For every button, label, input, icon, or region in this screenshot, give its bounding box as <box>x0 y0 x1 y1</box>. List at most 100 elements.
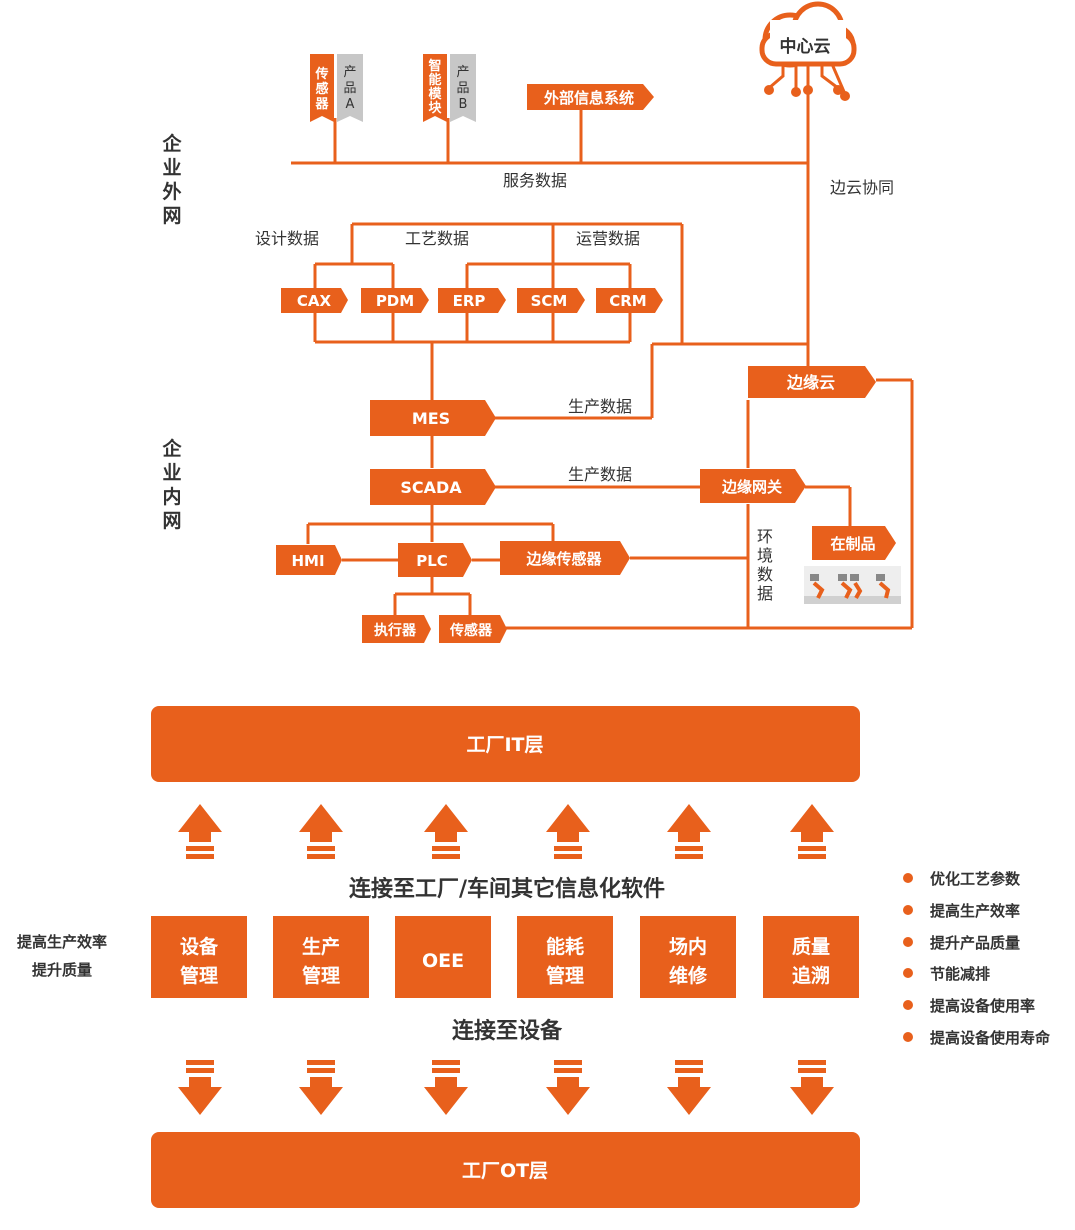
node-scm: SCM <box>517 288 585 313</box>
down-arrows <box>178 1060 834 1115</box>
svg-text:SCADA: SCADA <box>400 478 462 497</box>
svg-text:管理: 管理 <box>180 964 218 987</box>
node-actuator: 执行器 <box>362 615 431 643</box>
design-data-label: 设计数据 <box>255 229 319 248</box>
benefit-item: 提高生产效率 <box>930 902 1020 920</box>
svg-text:工厂IT层: 工厂IT层 <box>466 734 543 756</box>
edge-cloud-collab-label: 边云协同 <box>830 178 894 197</box>
down-arrow-icon <box>790 1060 834 1115</box>
down-arrow-icon <box>178 1060 222 1115</box>
svg-text:在制品: 在制品 <box>830 535 875 553</box>
svg-text:维修: 维修 <box>669 964 708 987</box>
external-system-node: 外部信息系统 <box>527 84 654 110</box>
module-energy: 能耗 管理 <box>517 916 613 998</box>
external-system-label: 外部信息系统 <box>543 89 634 107</box>
benefit-item: 提升产品质量 <box>930 934 1020 952</box>
benefit-item: 提高设备使用率 <box>930 997 1035 1015</box>
smart-module-vertical-label: 智能模块 <box>428 58 442 116</box>
up-arrows <box>178 804 834 859</box>
svg-text:追溯: 追溯 <box>792 964 830 987</box>
benefit-item: 提高设备使用寿命 <box>930 1029 1051 1047</box>
svg-text:传感器: 传感器 <box>449 622 493 639</box>
module-equipment: 设备 管理 <box>151 916 247 998</box>
node-pdm: PDM <box>361 288 429 313</box>
zone-external-label: 企业外网 <box>161 132 182 227</box>
svg-text:质量: 质量 <box>792 936 830 958</box>
node-edge-sensor: 边缘传感器 <box>500 541 630 575</box>
up-arrow-icon <box>546 804 590 859</box>
sensor-vertical-label: 传感器 <box>314 66 329 112</box>
service-data-label: 服务数据 <box>503 171 567 190</box>
left-note-2: 提升质量 <box>32 961 92 979</box>
connect-it-label: 连接至工厂/车间其它信息化软件 <box>349 876 665 902</box>
up-arrow-icon <box>667 804 711 859</box>
svg-text:管理: 管理 <box>302 964 340 987</box>
svg-text:管理: 管理 <box>546 964 584 987</box>
bullet-icon <box>903 905 913 915</box>
svg-text:设备: 设备 <box>180 935 219 958</box>
node-cax: CAX <box>281 288 348 313</box>
zone-internal-label: 企业内网 <box>161 437 182 532</box>
up-arrow-icon <box>299 804 343 859</box>
node-crm: CRM <box>596 288 663 313</box>
production-data-label-1: 生产数据 <box>568 397 632 416</box>
svg-text:SCM: SCM <box>531 292 568 310</box>
svg-text:ERP: ERP <box>453 292 486 310</box>
node-scada: SCADA <box>370 469 496 505</box>
benefits-list: 优化工艺参数 提高生产效率 提升产品质量 节能减排 提高设备使用率 提高设备使用… <box>903 870 1051 1047</box>
svg-text:执行器: 执行器 <box>374 622 417 639</box>
down-arrow-icon <box>424 1060 468 1115</box>
up-arrow-icon <box>178 804 222 859</box>
svg-text:CAX: CAX <box>297 292 332 310</box>
down-arrow-icon <box>667 1060 711 1115</box>
svg-text:CRM: CRM <box>609 292 647 310</box>
svg-text:场内: 场内 <box>669 935 707 958</box>
node-edge-gateway: 边缘网关 <box>700 469 806 503</box>
module-maintenance: 场内 维修 <box>640 916 736 998</box>
ot-layer-bar: 工厂OT层 <box>151 1132 860 1208</box>
svg-text:能耗: 能耗 <box>546 935 584 958</box>
robot-arms-image <box>804 566 901 604</box>
bullet-icon <box>903 873 913 883</box>
down-arrow-icon <box>546 1060 590 1115</box>
module-production: 生产 管理 <box>273 916 369 998</box>
bullet-icon <box>903 937 913 947</box>
module-oee: OEE <box>395 916 491 998</box>
svg-text:MES: MES <box>412 409 450 428</box>
down-arrow-icon <box>299 1060 343 1115</box>
node-sensor: 传感器 <box>439 615 507 643</box>
benefit-item: 优化工艺参数 <box>930 870 1021 888</box>
node-mes: MES <box>370 400 496 436</box>
svg-text:生产: 生产 <box>302 935 340 958</box>
svg-text:HMI: HMI <box>291 552 324 570</box>
ops-data-label: 运营数据 <box>576 229 640 248</box>
production-data-label-2: 生产数据 <box>568 465 632 484</box>
central-cloud: 中心云 <box>759 1 857 101</box>
svg-text:OEE: OEE <box>422 950 464 972</box>
svg-text:PLC: PLC <box>416 552 448 570</box>
connection-lines <box>291 80 914 630</box>
node-erp: ERP <box>438 288 506 313</box>
it-layer-bar: 工厂IT层 <box>151 706 860 782</box>
connect-device-label: 连接至设备 <box>452 1018 563 1044</box>
svg-text:PDM: PDM <box>376 292 414 310</box>
bullet-icon <box>903 968 913 978</box>
up-arrow-icon <box>424 804 468 859</box>
up-arrow-icon <box>790 804 834 859</box>
node-plc: PLC <box>398 543 472 577</box>
cloud-label: 中心云 <box>780 36 831 57</box>
benefit-item: 节能减排 <box>930 965 990 983</box>
process-data-label: 工艺数据 <box>405 229 469 248</box>
svg-text:边缘传感器: 边缘传感器 <box>525 550 602 568</box>
left-note-1: 提高生产效率 <box>17 933 107 951</box>
module-quality: 质量 追溯 <box>763 916 859 998</box>
module-row: 设备 管理 生产 管理 OEE 能耗 管理 场内 维修 质量 追溯 <box>151 916 859 998</box>
node-hmi: HMI <box>276 545 342 575</box>
bullet-icon <box>903 1000 913 1010</box>
svg-text:边缘网关: 边缘网关 <box>721 478 782 496</box>
bullet-icon <box>903 1032 913 1042</box>
